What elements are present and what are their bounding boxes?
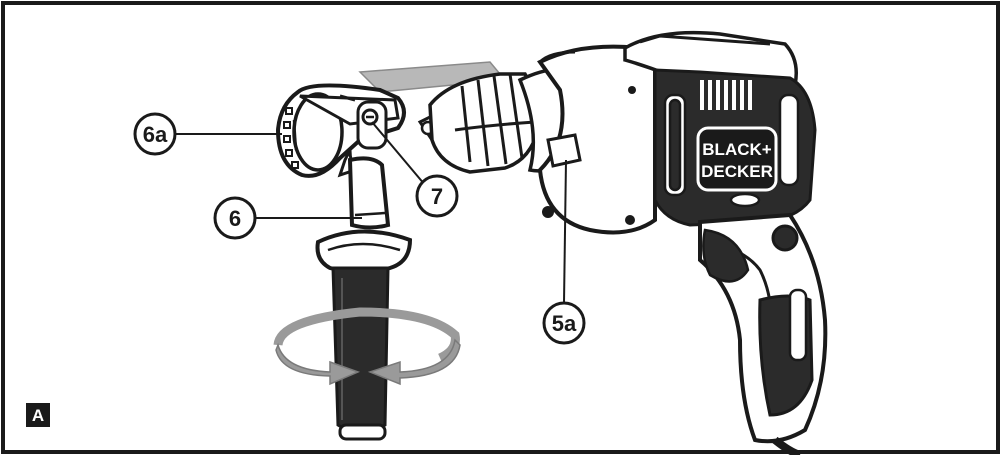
- callout-5a-label: 5a: [552, 311, 577, 336]
- callout-7-leader: [371, 121, 426, 186]
- side-handle-illustration: [273, 83, 461, 441]
- rotation-arrow-left: [275, 342, 361, 386]
- brand-line-1: BLACK+: [702, 140, 771, 159]
- callout-6-circle: [213, 196, 257, 240]
- figure-label-box: [26, 403, 50, 427]
- callout-7-circle: [415, 174, 459, 218]
- brand-plate: [696, 126, 778, 192]
- drill-illustration: BLACK+ DECKER: [358, 30, 828, 455]
- callout-5a-leader: [563, 159, 567, 304]
- drill-trigger: [702, 228, 750, 283]
- rotation-arrow-right: [367, 338, 461, 386]
- callout-5a-circle: [542, 301, 586, 345]
- callout-6a-label: 6a: [143, 122, 168, 147]
- callout-6a-circle: [133, 112, 177, 156]
- callout-7-label: 7: [431, 184, 443, 209]
- brand-line-2: DECKER: [701, 162, 773, 181]
- figure-label: A: [32, 406, 44, 425]
- callout-6-label: 6: [229, 206, 241, 231]
- handle-flange: [315, 229, 413, 274]
